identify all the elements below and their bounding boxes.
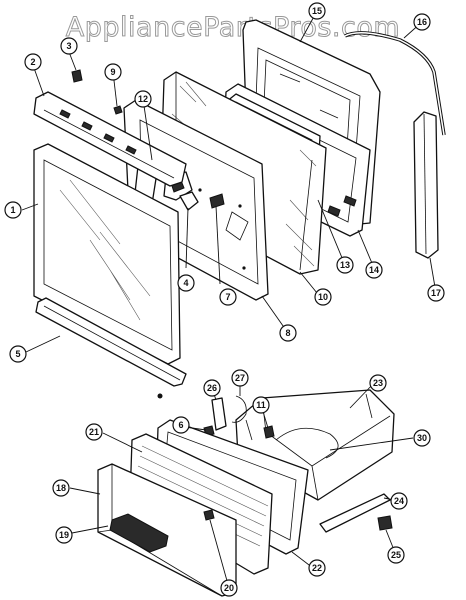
- callout-17-label: 17: [431, 288, 441, 298]
- callout-21: 21: [85, 423, 103, 441]
- callout-26-label: 26: [207, 383, 217, 393]
- part-26-bracket: [211, 397, 227, 431]
- callout-25-label: 25: [391, 550, 401, 560]
- callout-19: 19: [55, 526, 73, 544]
- callout-1-label: 1: [10, 205, 15, 215]
- part-27-spring: [231, 395, 247, 423]
- callout-6: 6: [172, 416, 190, 434]
- callout-19-label: 19: [59, 530, 69, 540]
- part-9-screw: [113, 105, 123, 115]
- callout-16-label: 16: [417, 17, 427, 27]
- callout-22: 22: [308, 559, 326, 577]
- callout-16: 16: [413, 13, 431, 31]
- callout-15: 15: [308, 2, 326, 20]
- callout-23: 23: [369, 374, 387, 392]
- callout-25: 25: [387, 546, 405, 564]
- part-25-roller: [377, 515, 393, 531]
- callout-3: 3: [60, 37, 78, 55]
- callout-4-label: 4: [183, 278, 188, 288]
- callout-26: 26: [203, 379, 221, 397]
- callout-30: 30: [413, 429, 431, 447]
- callout-20: 20: [220, 579, 238, 597]
- callout-10-label: 10: [318, 292, 328, 302]
- callout-12-label: 12: [138, 94, 148, 104]
- part-24-drawer-rail: [319, 493, 391, 533]
- callout-24: 24: [390, 492, 408, 510]
- callout-23-label: 23: [373, 378, 383, 388]
- callout-7: 7: [219, 288, 237, 306]
- part-5-door-bottom-trim: [35, 297, 187, 387]
- callout-7-label: 7: [225, 292, 230, 302]
- callout-27-label: 27: [235, 373, 245, 383]
- callout-3-label: 3: [66, 41, 71, 51]
- callout-9: 9: [104, 63, 122, 81]
- callout-12: 12: [134, 90, 152, 108]
- part-16-door-gasket: [344, 31, 446, 136]
- watermark-text: AppliancePartsPros.com: [66, 12, 400, 43]
- part-2-door-top-trim: [33, 91, 187, 187]
- part-19-drawer-handle: [109, 513, 169, 553]
- callout-17: 17: [427, 284, 445, 302]
- callout-14-label: 14: [369, 265, 379, 275]
- callout-9-label: 9: [110, 67, 115, 77]
- callout-10: 10: [314, 288, 332, 306]
- part-3-screw: [71, 69, 83, 83]
- callout-15-label: 15: [312, 6, 322, 16]
- callout-27: 27: [231, 369, 249, 387]
- callout-13: 13: [336, 256, 354, 274]
- callout-18-label: 18: [56, 483, 66, 493]
- callout-21-label: 21: [89, 427, 99, 437]
- callout-14: 14: [365, 261, 383, 279]
- callout-5: 5: [9, 345, 27, 363]
- callout-6-label: 6: [178, 420, 183, 430]
- part-4-hinge-bracket: [179, 191, 199, 211]
- callout-8: 8: [279, 324, 297, 342]
- callout-20-label: 20: [224, 583, 234, 593]
- callout-11-label: 11: [256, 400, 266, 410]
- callout-22-label: 22: [312, 563, 322, 573]
- callout-24-label: 24: [394, 496, 404, 506]
- callout-2-label: 2: [30, 57, 35, 67]
- callout-4: 4: [177, 274, 195, 292]
- callout-5-label: 5: [15, 349, 20, 359]
- part-17-door-side-trim: [413, 111, 439, 259]
- callout-18: 18: [52, 479, 70, 497]
- callout-11: 11: [252, 396, 270, 414]
- callout-30-label: 30: [417, 433, 427, 443]
- callout-2: 2: [24, 53, 42, 71]
- bottom-screw: [157, 393, 163, 399]
- part-7-door-stop: [209, 193, 225, 209]
- part-20-screw: [203, 509, 215, 521]
- callout-13-label: 13: [340, 260, 350, 270]
- callout-8-label: 8: [285, 328, 290, 338]
- callout-1: 1: [4, 201, 22, 219]
- part-11-stop: [263, 425, 275, 439]
- part-1-outer-door-glass: [33, 143, 181, 365]
